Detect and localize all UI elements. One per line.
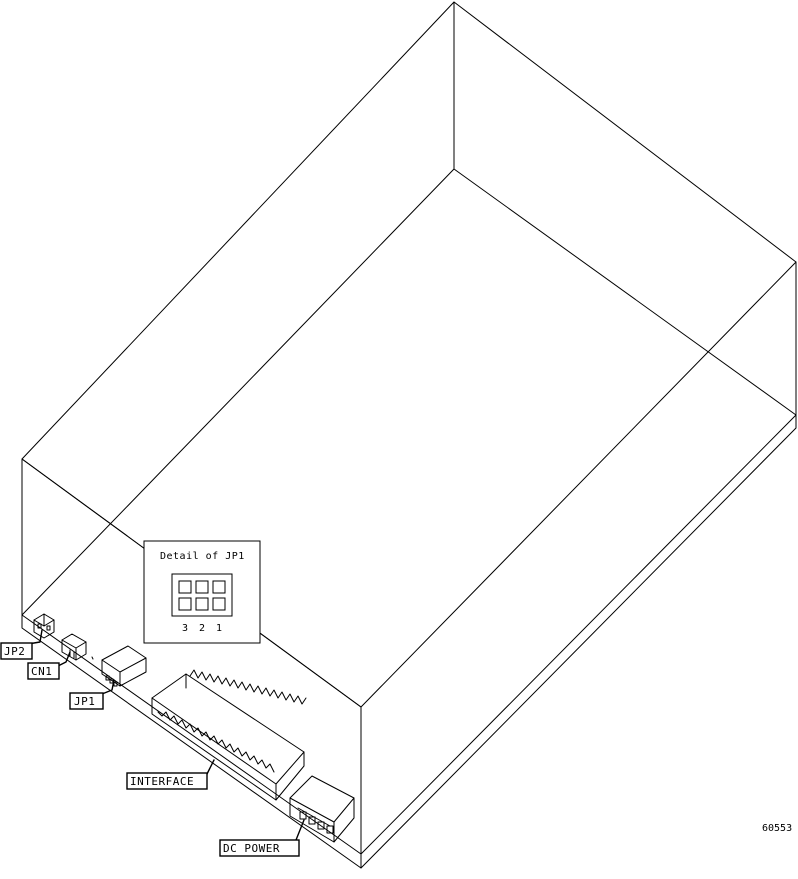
callout-interface: INTERFACE [126, 772, 208, 790]
interface-label: INTERFACE [130, 775, 194, 788]
jp1-pin-block [171, 573, 233, 617]
cn1-label: CN1 [31, 665, 52, 678]
dc-power-connector [289, 775, 355, 843]
drive-enclosure [21, 1, 797, 855]
jp2-jumper [33, 613, 55, 639]
interface-connector [151, 669, 307, 801]
pin-label-1: 1 [216, 623, 223, 634]
jp1-detail-inset: Detail of JP1 3 2 1 [143, 540, 261, 644]
circuit-board [21, 414, 797, 869]
dc-power-label: DC POWER [223, 842, 280, 855]
callout-jp2: JP2 [0, 642, 33, 660]
callout-dc-power: DC POWER [219, 839, 300, 857]
detail-title: Detail of JP1 [160, 551, 245, 562]
callout-jp1: JP1 [69, 692, 104, 710]
jp2-label: JP2 [4, 645, 25, 658]
callout-cn1: CN1 [27, 662, 60, 680]
pin-label-2: 2 [199, 623, 206, 634]
jp1-header [101, 645, 147, 687]
figure-number: 60553 [762, 823, 792, 834]
pin-label-3: 3 [182, 623, 189, 634]
jp1-label: JP1 [74, 695, 95, 708]
